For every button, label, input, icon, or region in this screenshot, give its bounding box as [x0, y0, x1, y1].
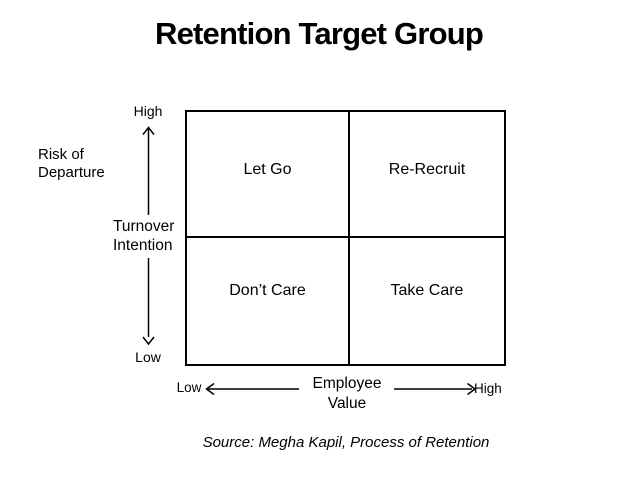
source-attribution: Source: Megha Kapil, Process of Retentio… [202, 434, 490, 451]
employee-value-arrow-left [205, 382, 299, 396]
arrowhead-down-icon [142, 336, 155, 346]
arrowhead-up-icon [142, 126, 155, 135]
y-axis-title: Turnover Intention [113, 218, 175, 254]
slide-title: Retention Target Group [155, 16, 484, 51]
x-axis-low-label: Low [176, 380, 202, 395]
y-axis-high-label: High [133, 103, 163, 119]
quadrant-dont-care-label: Don’t Care [229, 282, 306, 299]
employee-value-arrow-right [394, 382, 477, 396]
risk-of-departure-label: Risk of Departure [38, 146, 105, 181]
quadrant-dont-care: Don’t Care [187, 238, 350, 364]
quadrant-let-go-label: Let Go [243, 161, 292, 178]
matrix-grid: Let Go Re-Recruit Don’t Care Take Care [185, 110, 506, 366]
quadrant-re-recruit-label: Re-Recruit [388, 161, 466, 178]
quadrant-take-care-label: Take Care [390, 282, 464, 299]
x-axis-title: Employee Value [312, 375, 382, 412]
x-axis-high-label: High [474, 381, 502, 396]
quadrant-re-recruit: Re-Recruit [350, 112, 504, 238]
quadrant-take-care: Take Care [350, 238, 504, 364]
quadrant-let-go: Let Go [187, 112, 350, 238]
y-axis-low-label: Low [135, 349, 161, 365]
arrowhead-left-icon [205, 382, 215, 396]
